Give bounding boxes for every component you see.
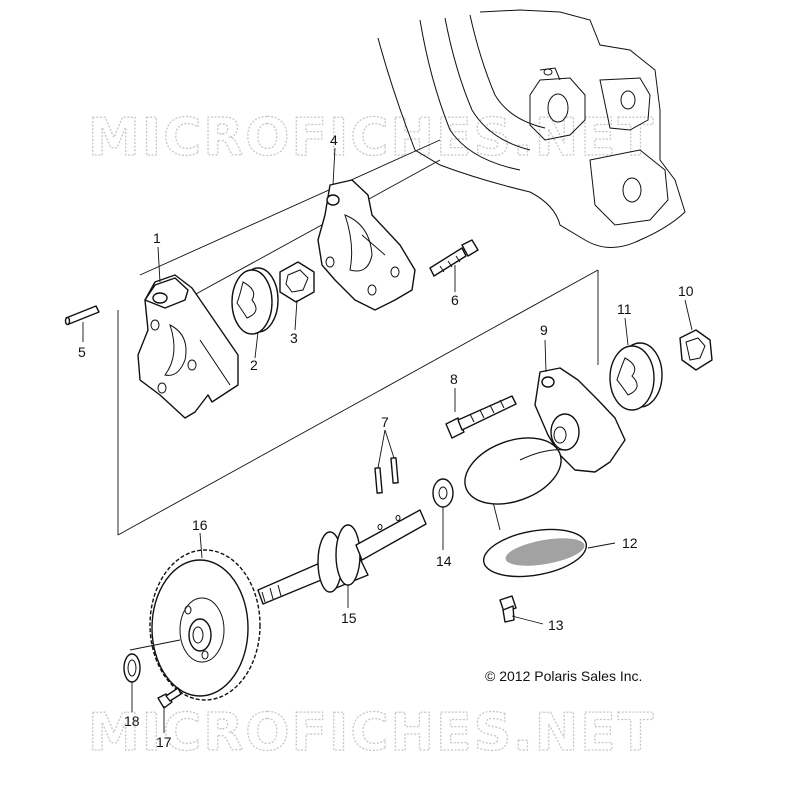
part-16-drive-gear — [129, 549, 261, 701]
part-5-dowel-pin — [64, 305, 100, 326]
callout-3: 3 — [290, 330, 298, 346]
callout-labels: 1 2 3 4 5 6 7 8 9 10 11 12 13 14 15 16 1… — [78, 132, 694, 750]
watermark-bottom: MICROFICHES.NET — [88, 703, 655, 763]
assembly-guide-lines — [117, 139, 599, 536]
part-4-pump-body — [317, 179, 416, 311]
part-2-outer-rotor — [231, 267, 279, 335]
callout-5: 5 — [78, 344, 86, 360]
callout-15: 15 — [341, 610, 357, 626]
callout-16: 16 — [192, 517, 208, 533]
part-17-screw — [157, 687, 182, 709]
crankcase-outline — [377, 9, 686, 248]
part-10-inner-rotor — [679, 329, 713, 371]
part-3-inner-rotor — [279, 261, 315, 303]
callout-18: 18 — [124, 713, 140, 729]
callout-11: 11 — [617, 301, 632, 317]
part-15-shaft — [257, 509, 427, 605]
part-12-screen — [482, 528, 588, 578]
part-6-bolt — [429, 239, 479, 277]
callout-2: 2 — [250, 357, 258, 373]
callout-12: 12 — [622, 535, 638, 551]
watermark-top: MICROFICHES.NET — [88, 108, 655, 168]
callout-7: 7 — [381, 414, 389, 430]
copyright-notice: © 2012 Polaris Sales Inc. — [485, 668, 642, 684]
callout-4: 4 — [330, 132, 338, 148]
callout-10: 10 — [678, 283, 694, 299]
callout-8: 8 — [450, 371, 458, 387]
callout-14: 14 — [436, 553, 452, 569]
callout-6: 6 — [451, 292, 459, 308]
part-11-outer-rotor — [609, 342, 663, 411]
callout-17: 17 — [156, 734, 172, 750]
callout-1: 1 — [153, 230, 161, 246]
part-1-pump-cover — [137, 274, 239, 419]
part-7-pins — [374, 457, 399, 494]
part-9-pickup-housing — [464, 367, 626, 505]
part-8-bolt — [445, 395, 517, 439]
part-14-washer — [432, 478, 454, 508]
part-18-washer — [123, 653, 141, 683]
callout-9: 9 — [540, 322, 548, 338]
part-13-screw — [499, 595, 517, 623]
callout-13: 13 — [548, 617, 564, 633]
callout-leaders — [82, 147, 693, 733]
